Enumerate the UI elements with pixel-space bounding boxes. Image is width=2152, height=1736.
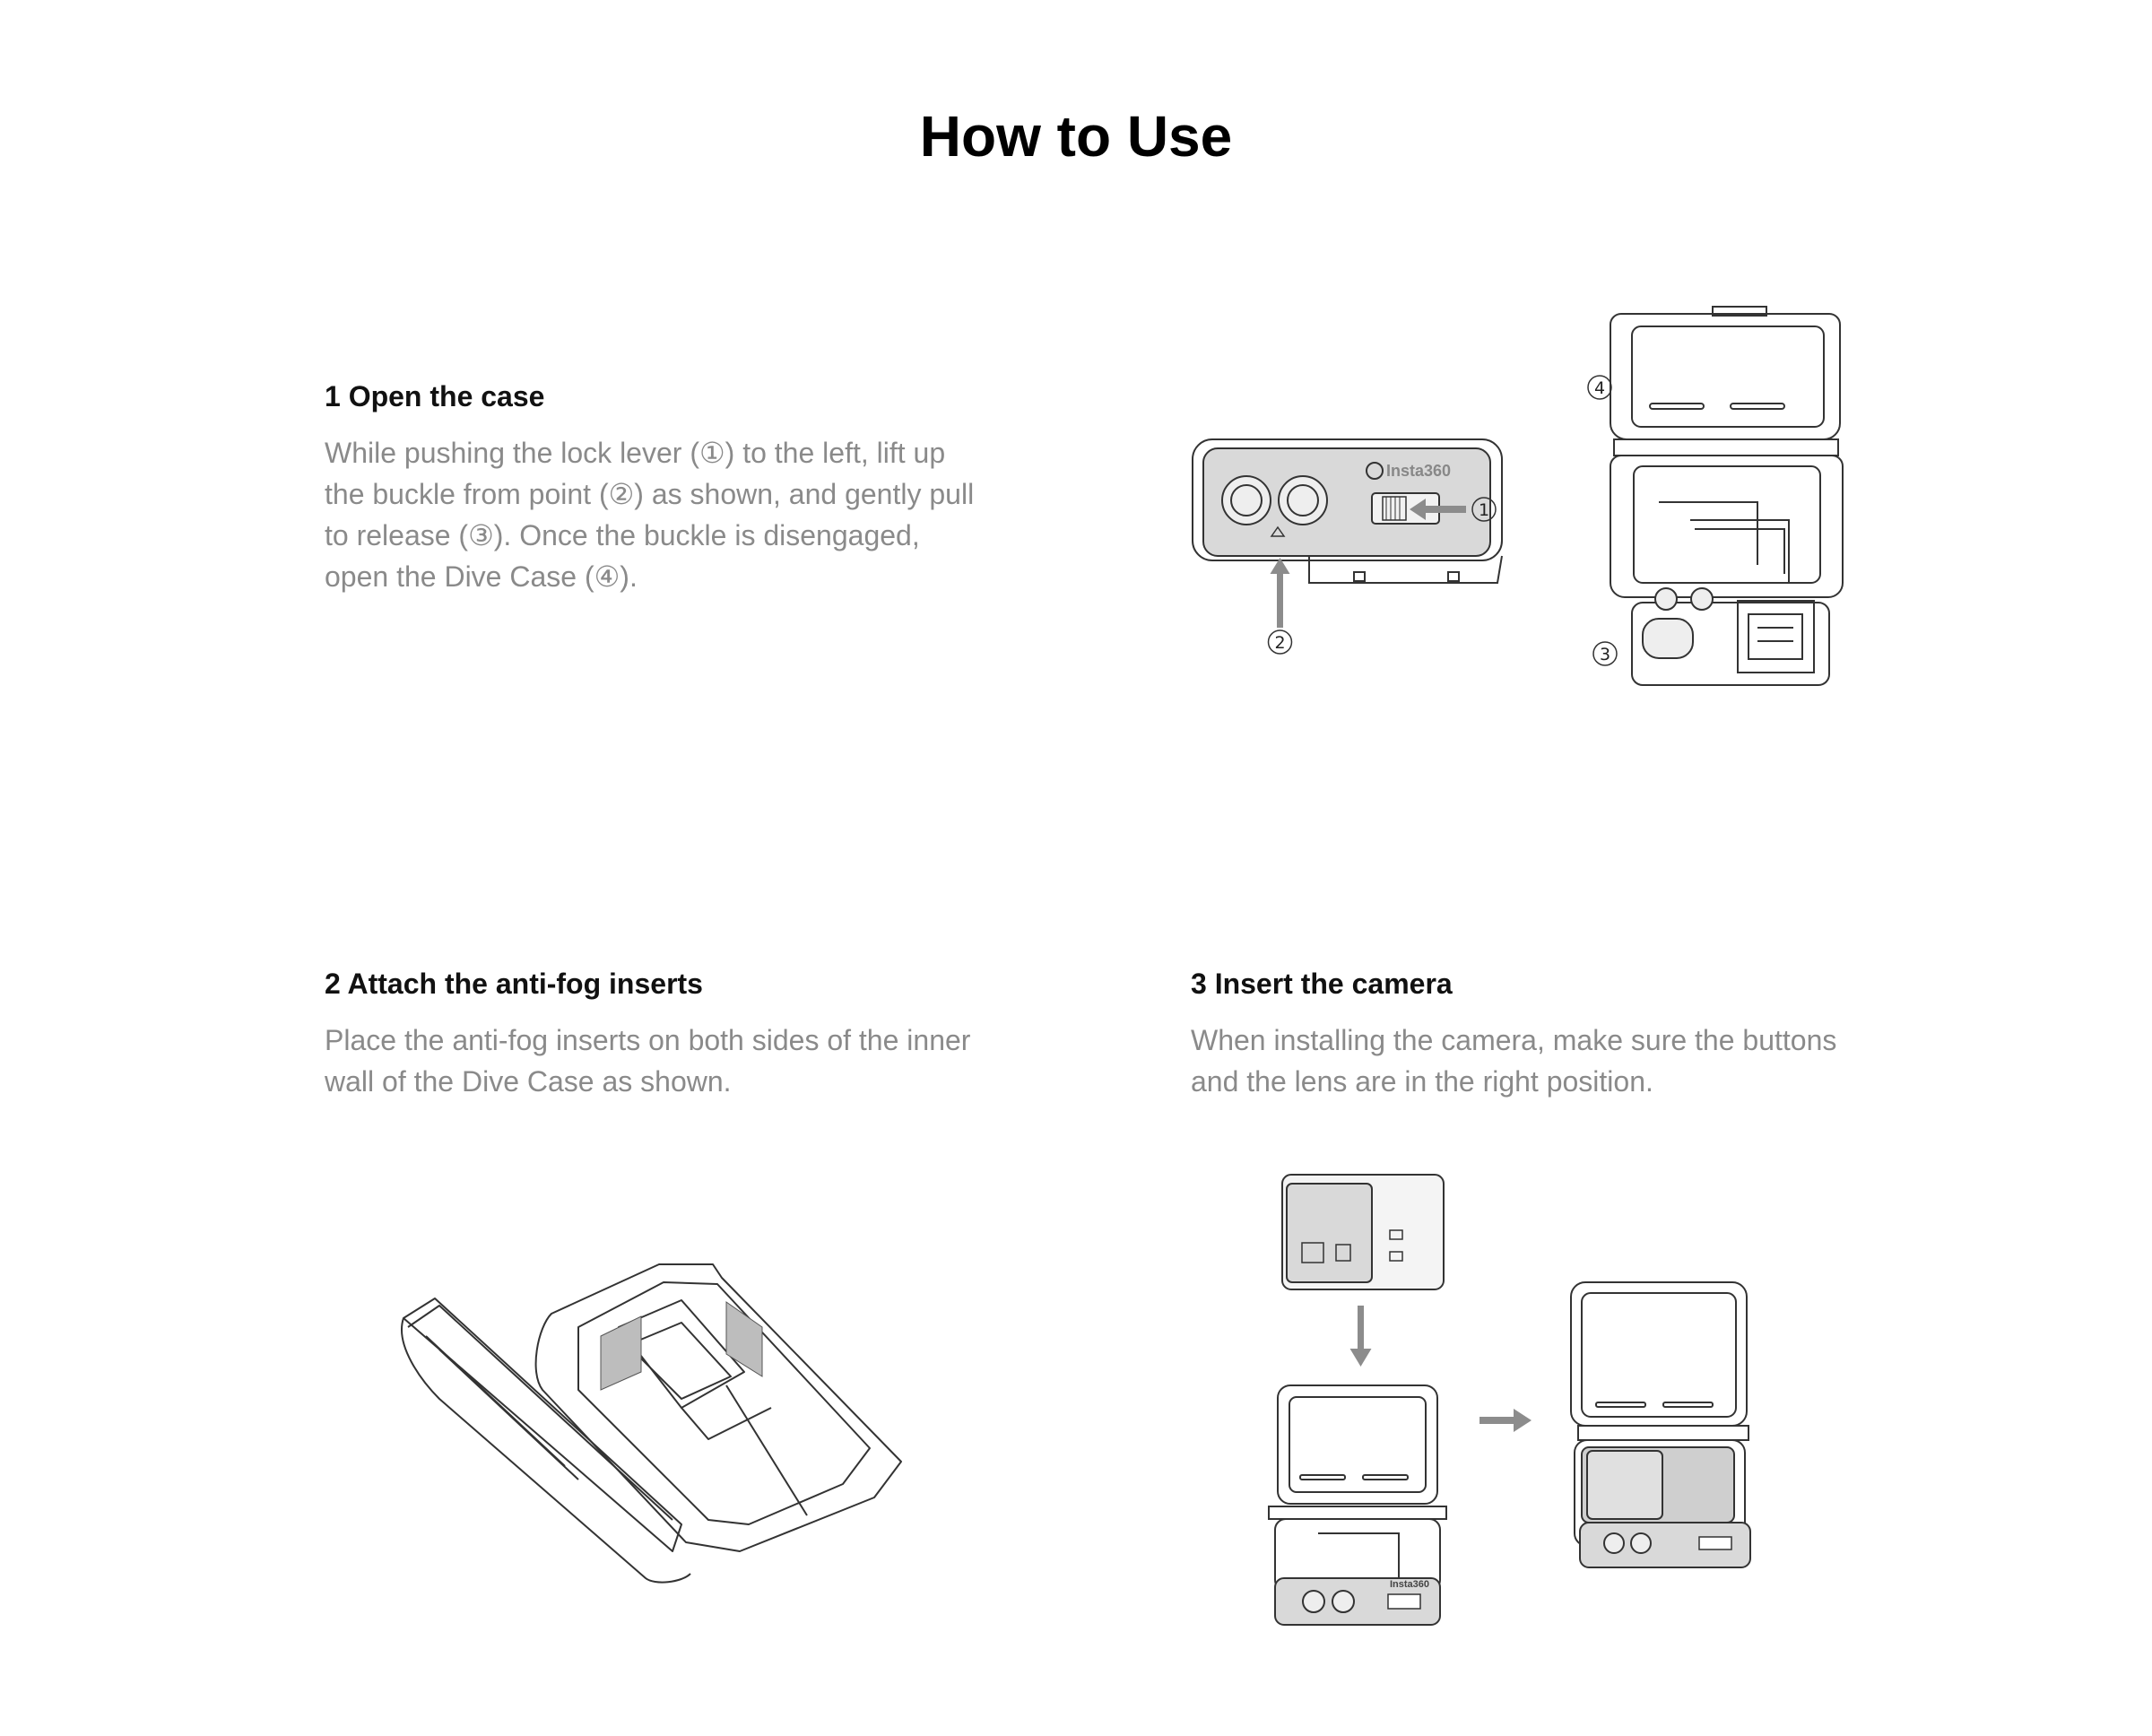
page-title: How to Use — [919, 104, 1233, 169]
callout-4: 4 — [1594, 378, 1605, 398]
step-open-case: 1 Open the case While pushing the lock l… — [325, 377, 988, 597]
open-case-illustration: 4 3 — [1587, 306, 1844, 686]
callout-3: 3 — [1600, 645, 1610, 664]
step-description: When installing the camera, make sure th… — [1191, 1024, 1837, 1098]
callout-2: 2 — [1274, 633, 1285, 653]
step-heading: 3 Insert the camera — [1191, 968, 1453, 1000]
step-heading: 1 Open the case — [325, 380, 545, 412]
closed-case-illustration: Insta360 1 2 — [1192, 438, 1503, 655]
brand-logo: Insta360 — [1390, 1579, 1429, 1590]
step-heading: 2 Attach the anti-fog inserts — [325, 968, 703, 1000]
step-anti-fog: 2 Attach the anti-fog inserts Place the … — [325, 964, 988, 1102]
callout-1: 1 — [1479, 500, 1489, 520]
anti-fog-case-illustration — [401, 1263, 902, 1584]
insert-camera-illustration: Insta360 — [1268, 1174, 1751, 1626]
brand-logo: Insta360 — [1386, 462, 1451, 480]
step-description: Place the anti-fog inserts on both sides… — [325, 1024, 971, 1098]
step-description: While pushing the lock lever (①) to the … — [325, 437, 975, 593]
step-insert-camera: 3 Insert the camera When installing the … — [1191, 964, 1854, 1102]
